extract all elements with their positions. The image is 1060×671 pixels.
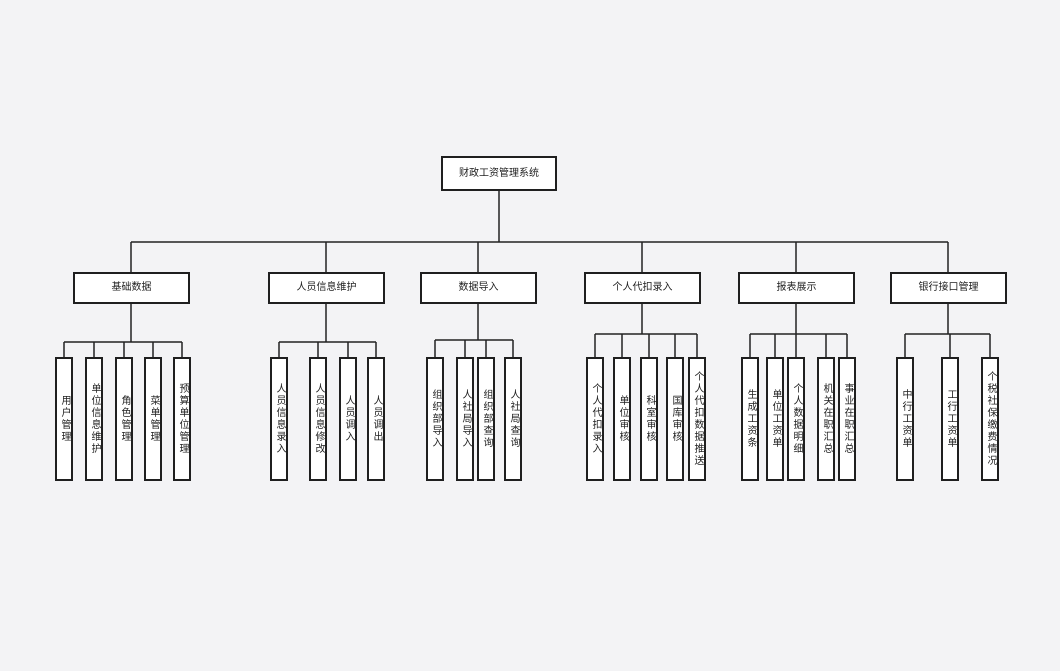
leaf-node: 人员信息录入	[270, 357, 288, 481]
leaf-label: 人社局导入	[460, 389, 471, 449]
leaf-label: 单位信息维护	[89, 383, 100, 455]
leaf-label: 人员调出	[371, 395, 382, 443]
leaf-label: 用户管理	[59, 395, 70, 443]
leaf-node: 人员信息修改	[309, 357, 327, 481]
leaf-node: 单位信息维护	[85, 357, 103, 481]
module-label: 基础数据	[111, 282, 152, 293]
root-label: 财政工资管理系统	[459, 167, 539, 179]
leaf-label: 事业在职汇总	[842, 383, 853, 455]
module-label: 个人代扣录入	[612, 282, 673, 293]
leaf-label: 人员信息修改	[313, 383, 324, 455]
leaf-label: 人社局查询	[508, 389, 519, 449]
leaf-label: 工行工资单	[945, 389, 956, 449]
leaf-node: 中行工资单	[896, 357, 914, 481]
module-label: 数据导入	[458, 282, 499, 293]
leaf-node: 单位审核	[613, 357, 631, 481]
module-node-reports: 报表展示	[738, 272, 855, 304]
leaf-node: 组织部查询	[477, 357, 495, 481]
leaf-node: 组织部导入	[426, 357, 444, 481]
module-label: 报表展示	[776, 282, 817, 293]
leaf-label: 角色管理	[119, 395, 130, 443]
leaf-label: 菜单管理	[148, 395, 159, 443]
leaf-label: 个人代扣数据推送	[692, 371, 703, 467]
leaf-node: 事业在职汇总	[838, 357, 856, 481]
leaf-node: 工行工资单	[941, 357, 959, 481]
leaf-node: 生成工资条	[741, 357, 759, 481]
leaf-label: 预算单位管理	[177, 383, 188, 455]
leaf-label: 国库审核	[670, 395, 681, 443]
leaf-node: 个人数据明细	[787, 357, 805, 481]
leaf-node: 科室审核	[640, 357, 658, 481]
leaf-node: 个人代扣数据推送	[688, 357, 706, 481]
leaf-label: 科室审核	[644, 395, 655, 443]
leaf-label: 单位工资单	[770, 389, 781, 449]
module-node-data-import: 数据导入	[420, 272, 537, 304]
leaf-node: 机关在职汇总	[817, 357, 835, 481]
leaf-node: 单位工资单	[766, 357, 784, 481]
leaf-label: 机关在职汇总	[821, 383, 832, 455]
module-node-personnel: 人员信息维护	[268, 272, 385, 304]
module-label: 人员信息维护	[296, 282, 357, 293]
module-node-withholding: 个人代扣录入	[584, 272, 701, 304]
leaf-label: 组织部查询	[481, 389, 492, 449]
leaf-node: 个税社保缴费情况	[981, 357, 999, 481]
leaf-label: 组织部导入	[430, 389, 441, 449]
module-node-bank-interface: 银行接口管理	[890, 272, 1007, 304]
leaf-node: 人员调出	[367, 357, 385, 481]
leaf-label: 人员信息录入	[274, 383, 285, 455]
root-node: 财政工资管理系统	[441, 156, 557, 191]
leaf-node: 国库审核	[666, 357, 684, 481]
leaf-label: 个税社保缴费情况	[985, 371, 996, 467]
leaf-node: 个人代扣录入	[586, 357, 604, 481]
module-node-basic-data: 基础数据	[73, 272, 190, 304]
leaf-label: 中行工资单	[900, 389, 911, 449]
module-label: 银行接口管理	[918, 282, 979, 293]
leaf-label: 人员调入	[343, 395, 354, 443]
leaf-label: 单位审核	[617, 395, 628, 443]
leaf-node: 人社局查询	[504, 357, 522, 481]
leaf-label: 个人数据明细	[791, 383, 802, 455]
leaf-node: 人社局导入	[456, 357, 474, 481]
leaf-node: 角色管理	[115, 357, 133, 481]
leaf-node: 人员调入	[339, 357, 357, 481]
leaf-label: 个人代扣录入	[590, 383, 601, 455]
leaf-node: 菜单管理	[144, 357, 162, 481]
leaf-label: 生成工资条	[745, 389, 756, 449]
leaf-node: 预算单位管理	[173, 357, 191, 481]
leaf-node: 用户管理	[55, 357, 73, 481]
